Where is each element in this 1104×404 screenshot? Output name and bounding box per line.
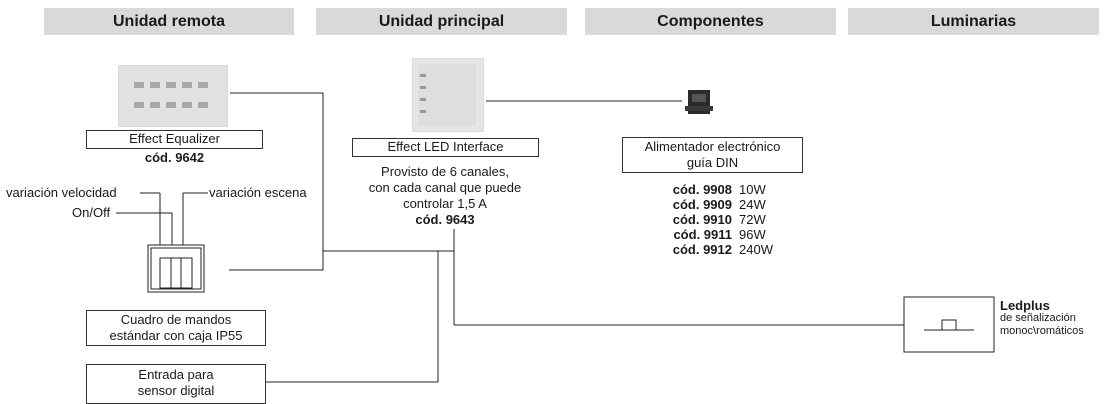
effect-equalizer-image: [118, 65, 228, 127]
luminaire-symbol: [903, 296, 995, 353]
control-panel-line1: Cuadro de mandos: [120, 312, 232, 327]
luminaire-desc-line2: monoc\romáticos: [1000, 325, 1084, 337]
model-code: cód. 9912: [672, 242, 732, 257]
model-watts: 72W: [739, 212, 766, 227]
sensor-input-line2: sensor digital: [137, 383, 215, 398]
model-watts: 96W: [739, 227, 766, 242]
power-supply-label: Alimentador electrónico guía DIN: [622, 137, 803, 173]
power-supply-line2: guía DIN: [686, 155, 739, 170]
model-row: cód. 9910 72W: [653, 212, 773, 227]
model-code: cód. 9909: [672, 197, 732, 212]
luminaire-desc-line1: de señalización: [1000, 312, 1076, 324]
model-row: cód. 9912 240W: [653, 242, 773, 257]
power-supply-line1: Alimentador electrónico: [644, 139, 781, 154]
model-code: cód. 9908: [672, 182, 732, 197]
sensor-input-label: Entrada para sensor digital: [86, 364, 266, 404]
luminaire-name: Ledplus: [1000, 298, 1050, 313]
speed-variation-label: variación velocidad: [6, 185, 117, 200]
model-code: cód. 9910: [672, 212, 732, 227]
model-row: cód. 9911 96W: [653, 227, 773, 242]
led-interface-desc-line2: con cada canal que puede: [368, 180, 522, 195]
control-panel-label: Cuadro de mandos estándar con caja IP55: [86, 310, 266, 346]
power-supply-models: cód. 9908 10W cód. 9909 24W cód. 9910 72W c…: [653, 182, 773, 257]
led-interface-code: cód. 9643: [415, 212, 475, 227]
header-componentes: Componentes: [585, 8, 836, 35]
sensor-input-line1: Entrada para: [138, 367, 214, 382]
led-interface-desc-line3: controlar 1,5 A: [403, 196, 487, 211]
effect-equalizer-code: cód. 9642: [144, 150, 205, 165]
header-luminarias: Luminarias: [848, 8, 1099, 35]
effect-equalizer-label: Effect Equalizer: [86, 130, 263, 149]
control-panel-symbol: [147, 244, 205, 293]
power-supply-image: [685, 90, 713, 114]
on-off-label: On/Off: [72, 205, 111, 220]
model-row: cód. 9909 24W: [653, 197, 773, 212]
model-row: cód. 9908 10W: [653, 182, 773, 197]
scene-variation-label: variación escena: [209, 185, 307, 200]
header-unidad-remota: Unidad remota: [44, 8, 294, 35]
led-interface-label: Effect LED Interface: [352, 138, 539, 157]
header-unidad-principal: Unidad principal: [316, 8, 567, 35]
model-watts: 24W: [739, 197, 766, 212]
control-panel-line2: estándar con caja IP55: [109, 328, 243, 343]
led-interface-desc-line1: Provisto de 6 canales,: [381, 164, 509, 179]
led-interface-description: Provisto de 6 canales, con cada canal qu…: [345, 164, 545, 228]
wire-equalizer-panel: [229, 92, 324, 271]
model-watts: 240W: [739, 242, 773, 257]
led-interface-image: [412, 58, 484, 132]
model-code: cód. 9911: [673, 227, 732, 242]
model-watts: 10W: [739, 182, 766, 197]
